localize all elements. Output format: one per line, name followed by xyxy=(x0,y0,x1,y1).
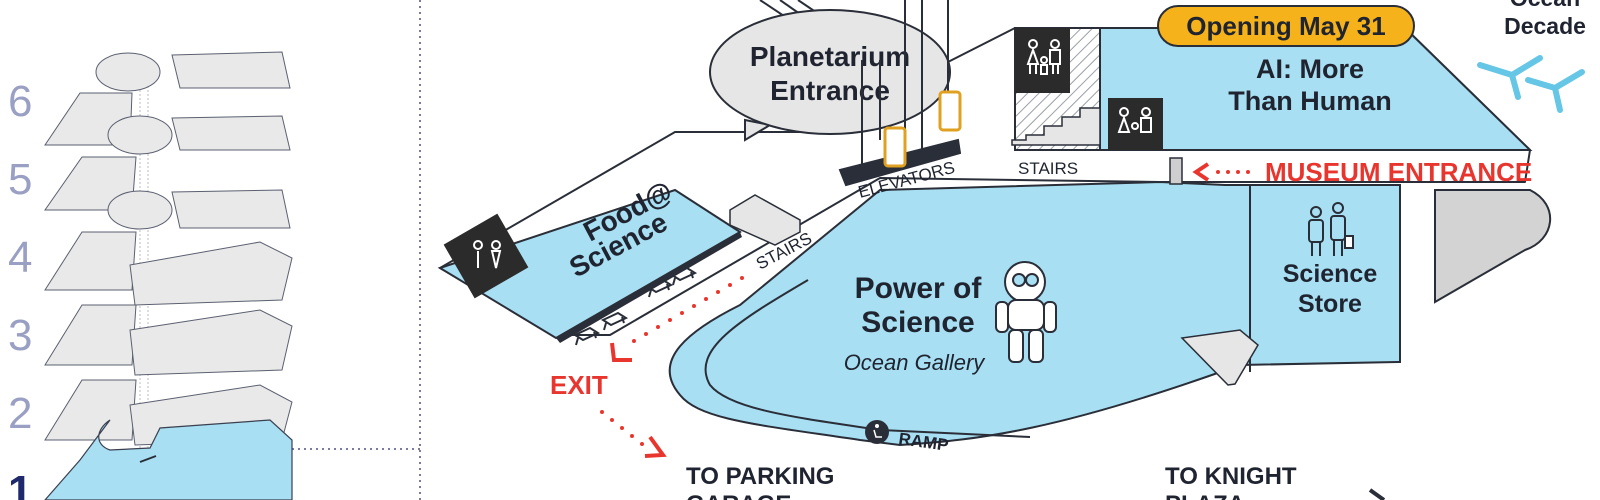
science-store-label-line1: Science xyxy=(1283,260,1378,288)
restroom-icon-ai xyxy=(1117,107,1152,133)
elevator-icon-2 xyxy=(938,90,962,132)
stairs-top-label: STAIRS xyxy=(1018,159,1078,178)
exit-label[interactable]: EXIT xyxy=(550,370,608,400)
arrow-icon-parking xyxy=(600,410,667,458)
level-number-2[interactable]: 2 xyxy=(8,389,32,438)
ocean-decade-label-line1[interactable]: Ocean xyxy=(1510,0,1580,11)
planetarium-label-line2: Entrance xyxy=(770,75,890,106)
to-knight-label-line2[interactable]: PLAZA xyxy=(1165,491,1245,500)
floor-plate-3[interactable] xyxy=(44,304,293,376)
floor-plate-5[interactable] xyxy=(44,115,291,211)
power-of-science-label-line2: Science xyxy=(861,306,974,339)
science-store-label-line2: Store xyxy=(1298,290,1362,318)
unlabeled-area xyxy=(1434,189,1552,304)
arrow-icon-knight xyxy=(1368,488,1386,500)
level-number-5[interactable]: 5 xyxy=(8,155,32,204)
floor-plate-1[interactable] xyxy=(44,419,293,500)
shoppers-icon xyxy=(1308,202,1354,256)
level-number-3[interactable]: 3 xyxy=(8,311,32,360)
level-number-4[interactable]: 4 xyxy=(8,233,32,282)
elevator-icon-1 xyxy=(883,126,907,168)
opening-banner-text: Opening May 31 xyxy=(1186,11,1385,41)
ai-exhibit-label-line1: AI: More xyxy=(1256,54,1364,84)
seagrass-icon xyxy=(1477,55,1585,113)
stairs-icon-store xyxy=(1180,329,1259,386)
stairs-icon-left xyxy=(729,194,801,246)
planetarium-label-line1: Planetarium xyxy=(750,41,910,72)
museum-entrance-label[interactable]: MUSEUM ENTRANCE xyxy=(1265,157,1532,187)
ai-exhibit-label-line2: Than Human xyxy=(1228,86,1392,116)
restroom-icon-food xyxy=(473,240,502,269)
floor-stack: 6 5 4 3 2 1 xyxy=(8,0,421,500)
level-number-6[interactable]: 6 xyxy=(8,77,32,126)
to-knight-label-line1[interactable]: TO KNIGHT xyxy=(1165,463,1297,490)
stairs-icon-top xyxy=(1011,107,1101,146)
restroom-area-food xyxy=(443,213,529,299)
ocean-decade-label-line2[interactable]: Decade xyxy=(1504,13,1586,39)
ramp-path xyxy=(704,279,1031,438)
to-parking-label-line1[interactable]: TO PARKING xyxy=(686,463,834,490)
diver-suit-icon xyxy=(995,261,1057,363)
opening-banner: Opening May 31 xyxy=(1157,5,1415,47)
arrow-icon-exit xyxy=(610,276,744,362)
family-restroom-area xyxy=(1015,28,1070,93)
to-parking-label-line2[interactable]: GARAGE xyxy=(686,491,791,500)
family-restroom-icon xyxy=(1026,39,1061,75)
floor-plate-4[interactable] xyxy=(44,189,293,306)
floor-plate-6[interactable] xyxy=(44,51,291,146)
entrance-door xyxy=(1169,157,1183,185)
planetarium-entrance[interactable]: Planetarium Entrance xyxy=(709,0,951,142)
picnic-table-icon xyxy=(572,266,698,346)
arrow-icon-entrance xyxy=(1192,162,1250,182)
accessible-icon xyxy=(865,420,889,444)
power-of-science-label-line1: Power of xyxy=(855,272,983,305)
elevator-bank[interactable] xyxy=(838,0,962,187)
ocean-gallery-label: Ocean Gallery xyxy=(844,350,987,375)
level-number-1[interactable]: 1 xyxy=(8,467,32,500)
